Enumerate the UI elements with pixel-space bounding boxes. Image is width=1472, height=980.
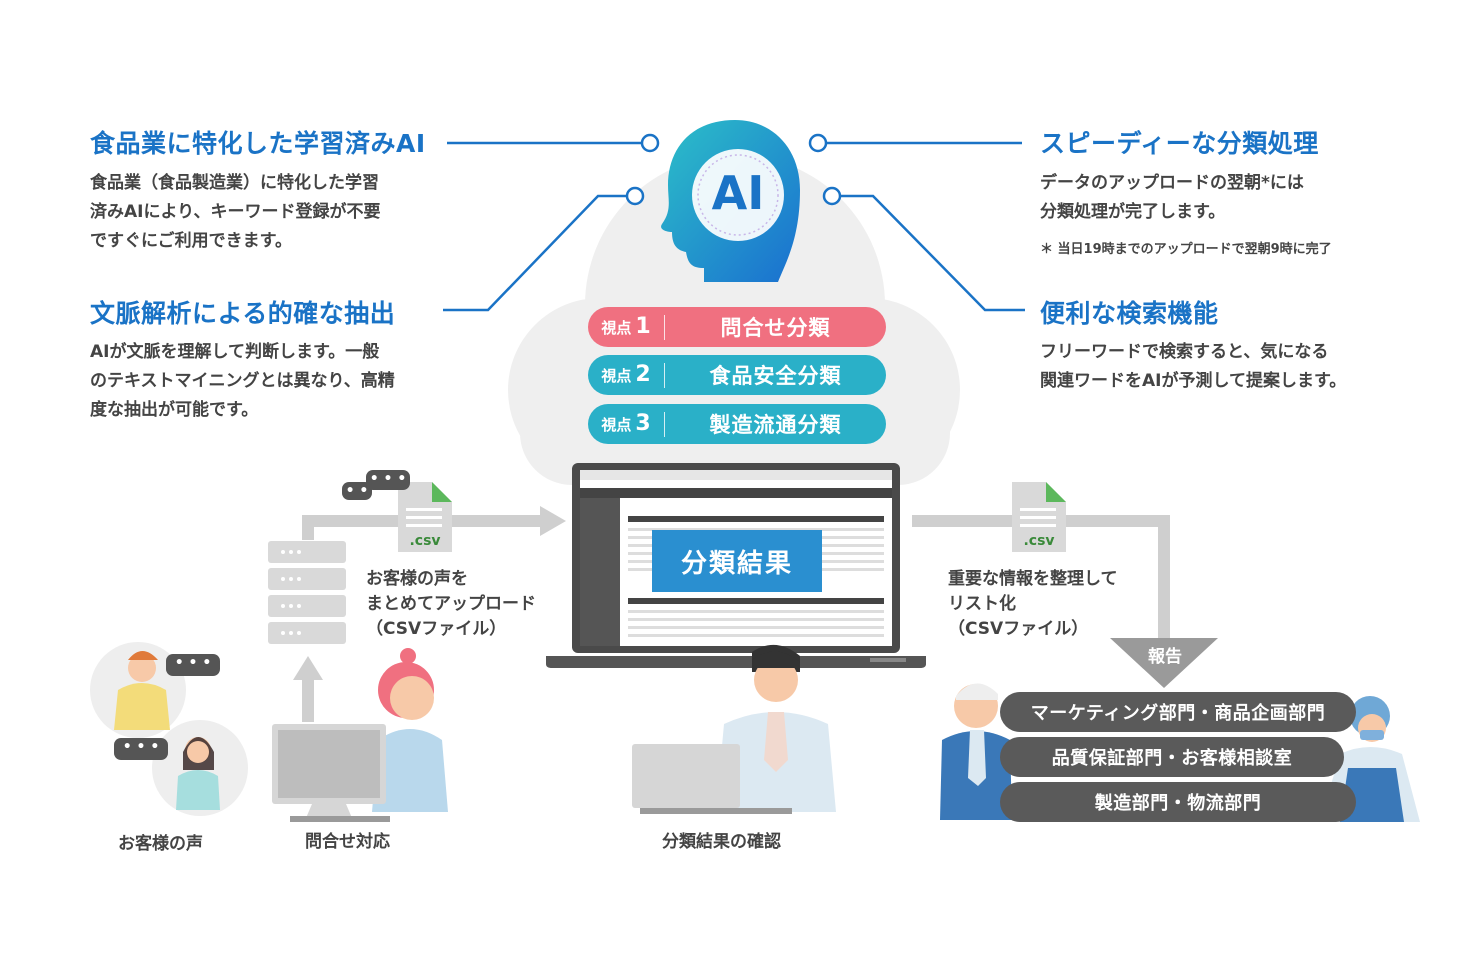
analyst-illustration — [632, 644, 836, 814]
csv-label-right: .csv — [1023, 533, 1055, 549]
operator-illustration — [272, 648, 448, 822]
speech-bubble: • • • — [114, 738, 168, 760]
upload-label: お客様の声を まとめてアップロード （CSVファイル） — [366, 569, 536, 639]
ai-badge: AI — [711, 166, 765, 220]
feature-title-context: 文脈解析による的確な抽出 — [90, 299, 396, 328]
department-marketing: マーケティング部門・商品企画部門 — [1000, 692, 1356, 732]
feature-note-speed: ＊ 当日19時までのアップロードで翌朝9時に完了 — [1040, 242, 1332, 257]
arrow-head-right — [540, 506, 566, 536]
feature-desc-context: AIが文脈を理解して判断します。一般 のテキストマイニングとは異なり、高精 度な… — [90, 342, 395, 420]
csv-label-left: .csv — [409, 533, 441, 549]
department-manufacturing: 製造部門・物流部門 — [1000, 782, 1356, 822]
csv-file-icon-right — [1012, 482, 1066, 552]
arrow-head-up — [293, 656, 323, 680]
classification-result-badge: 分類結果 — [652, 530, 822, 592]
connector-lines — [443, 133, 1025, 312]
speech-bubble: • • • — [366, 470, 410, 490]
report-arrow — [1110, 638, 1218, 688]
ai-head-icon — [661, 120, 800, 282]
csv-file-icon-left — [398, 482, 452, 552]
caption-inquiry: 問合せ対応 — [305, 832, 390, 852]
department-quality: 品質保証部門・お客様相談室 — [1000, 737, 1344, 777]
feature-desc-search: フリーワードで検索すると、気になる 関連ワードをAIが予測して提案します。 — [1040, 342, 1347, 391]
feature-title-speed: スピーディーな分類処理 — [1040, 129, 1319, 158]
feature-desc-trained-ai: 食品業（食品製造業）に特化した学習 済みAIにより、キーワード登録が不要 ですぐ… — [90, 173, 381, 251]
speech-bubble: • • • — [166, 654, 220, 676]
flow-arrows — [302, 515, 1170, 722]
organize-label: 重要な情報を整理して リスト化 （CSVファイル） — [948, 569, 1118, 639]
caption-confirm: 分類結果の確認 — [662, 832, 781, 852]
viewpoint-label: 問合せ分類 — [720, 316, 831, 340]
manager-illustration — [940, 683, 1012, 820]
feature-title-search: 便利な検索機能 — [1040, 299, 1219, 328]
customer-illustration — [90, 642, 248, 816]
caption-customers: お客様の声 — [118, 834, 203, 854]
server-icon — [268, 541, 346, 644]
feature-title-trained-ai: 食品業に特化した学習済みAI — [90, 129, 426, 158]
viewpoint-label: 製造流通分類 — [709, 413, 842, 437]
report-label: 報告 — [1148, 647, 1182, 667]
viewpoint-label: 食品安全分類 — [709, 364, 842, 388]
feature-desc-speed: データのアップロードの翌朝*には 分類処理が完了します。 — [1040, 173, 1304, 222]
speech-bubble: • • • — [342, 482, 372, 517]
